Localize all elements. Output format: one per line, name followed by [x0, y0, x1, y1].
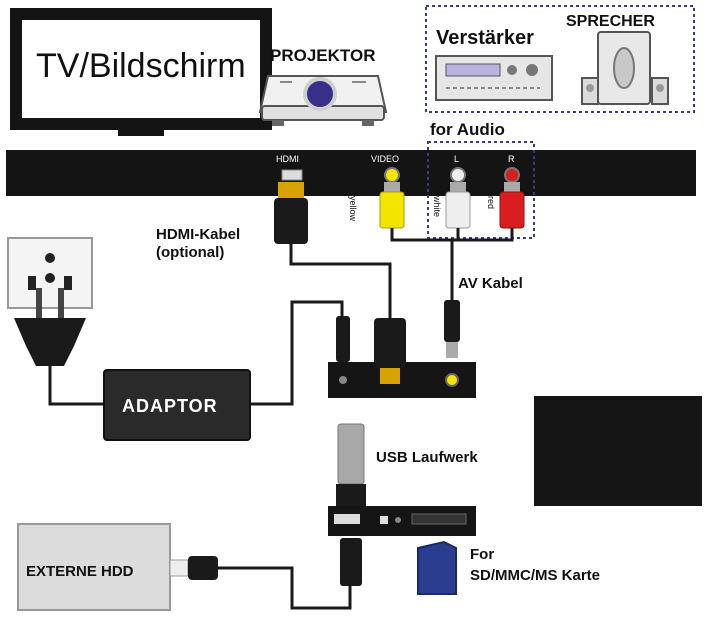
hdmi-cable-label-line2: (optional): [156, 244, 225, 261]
video-port-label: VIDEO: [371, 154, 400, 164]
hdd-usb-plug: [340, 538, 362, 586]
tv-monitor: [10, 8, 272, 136]
yellow-label: yellow: [348, 196, 358, 222]
card-label-line1: For: [470, 546, 495, 563]
hdmi-cable-label-line1: HDMI-Kabel: [156, 226, 241, 243]
for-audio-label: for Audio: [430, 120, 505, 139]
speaker-label: SPRECHER: [566, 13, 655, 30]
usb-drive-icon: [336, 423, 366, 506]
power-plug-icon: [14, 288, 86, 366]
r-port-label: R: [508, 154, 515, 164]
hdmi-plug: [274, 182, 308, 244]
power-cable: [48, 366, 108, 406]
speaker-icon: [581, 31, 669, 105]
tv-label: TV/Bildschirm: [36, 47, 246, 85]
projector-icon: [258, 75, 388, 126]
sd-card-icon: [417, 540, 457, 595]
audio-l-socket: [450, 167, 466, 183]
l-port-label: L: [454, 154, 460, 164]
external-hdd-label: EXTERNE HDD: [26, 563, 134, 580]
adaptor-cable: [250, 300, 344, 406]
usb-drive-label: USB Laufwerk: [376, 449, 478, 466]
av-cable: [390, 228, 514, 300]
white-label: white: [432, 196, 442, 218]
wall-socket-icon: [7, 237, 93, 309]
hdmi-cable: [289, 244, 392, 320]
hdmi-port-label: HDMI: [276, 154, 299, 164]
connection-bar: [6, 150, 696, 196]
adaptor-label: ADAPTOR: [122, 396, 218, 416]
amplifier-icon: [435, 55, 553, 101]
amplifier-label: Verstärker: [436, 27, 534, 49]
hdd-cable: [218, 566, 352, 610]
av-cable-label: AV Kabel: [458, 275, 523, 292]
card-label-line2: SD/MMC/MS Karte: [470, 567, 601, 584]
red-label: red: [486, 196, 496, 210]
audio-devices-box: [425, 5, 695, 113]
projector-label: PROJEKTOR: [270, 46, 376, 65]
display-screen: [534, 396, 702, 506]
audio-r-socket: [504, 167, 520, 183]
video-socket: [384, 167, 400, 183]
hdmi-socket: [281, 169, 303, 181]
media-player-front: [328, 506, 476, 536]
external-hdd-box: [17, 523, 218, 611]
audio-port-box: [427, 141, 535, 239]
media-player-back: [328, 300, 476, 398]
